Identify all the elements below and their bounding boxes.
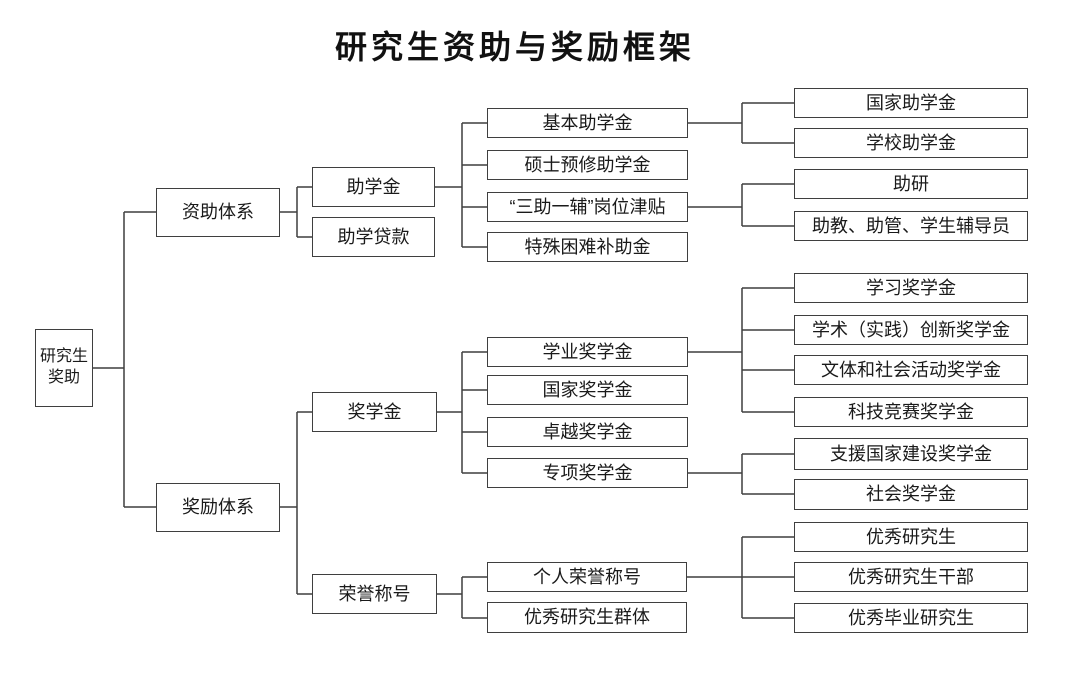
node-outstanding-grad-cadre: 优秀研究生干部: [794, 562, 1028, 592]
node-study-scholarship: 学习奖学金: [794, 273, 1028, 303]
page-title: 研究生资助与奖励框架: [334, 28, 695, 66]
node-honorary-title: 荣誉称号: [312, 574, 437, 614]
node-academic-scholarship: 学业奖学金: [487, 337, 688, 367]
node-master-prep-grant: 硕士预修助学金: [487, 150, 688, 180]
node-excellence-scholarship: 卓越奖学金: [487, 417, 688, 447]
node-grants: 助学金: [312, 167, 435, 207]
node-national-scholarship: 国家奖学金: [487, 375, 688, 405]
node-funding-system: 资助体系: [156, 188, 280, 237]
node-reward-system: 奖励体系: [156, 483, 280, 532]
node-social-scholarship: 社会奖学金: [794, 479, 1028, 510]
node-support-national-construction-scholarship: 支援国家建设奖学金: [794, 438, 1028, 470]
node-student-loan: 助学贷款: [312, 217, 435, 257]
node-culture-sports-social-scholarship: 文体和社会活动奖学金: [794, 355, 1028, 385]
node-national-grant: 国家助学金: [794, 88, 1028, 118]
node-ta-admin-counselor: 助教、助管、学生辅导员: [794, 211, 1028, 241]
node-basic-grant: 基本助学金: [487, 108, 688, 138]
node-research-assistant: 助研: [794, 169, 1028, 199]
node-special-scholarship: 专项奖学金: [487, 458, 688, 488]
node-three-assist-one-counsel-allowance: “三助一辅”岗位津贴: [487, 192, 688, 222]
node-school-grant: 学校助学金: [794, 128, 1028, 158]
node-tech-competition-scholarship: 科技竞赛奖学金: [794, 397, 1028, 427]
node-special-hardship-subsidy: 特殊困难补助金: [487, 232, 688, 262]
node-individual-honorary-title: 个人荣誉称号: [487, 562, 687, 592]
node-scholarship: 奖学金: [312, 392, 437, 432]
node-outstanding-graduating-grad: 优秀毕业研究生: [794, 603, 1028, 633]
node-outstanding-grad-group: 优秀研究生群体: [487, 602, 687, 633]
node-academic-practice-innovation-scholarship: 学术（实践）创新奖学金: [794, 315, 1028, 345]
node-graduate-aid: 研究生奖助: [35, 329, 93, 407]
node-outstanding-grad: 优秀研究生: [794, 522, 1028, 552]
